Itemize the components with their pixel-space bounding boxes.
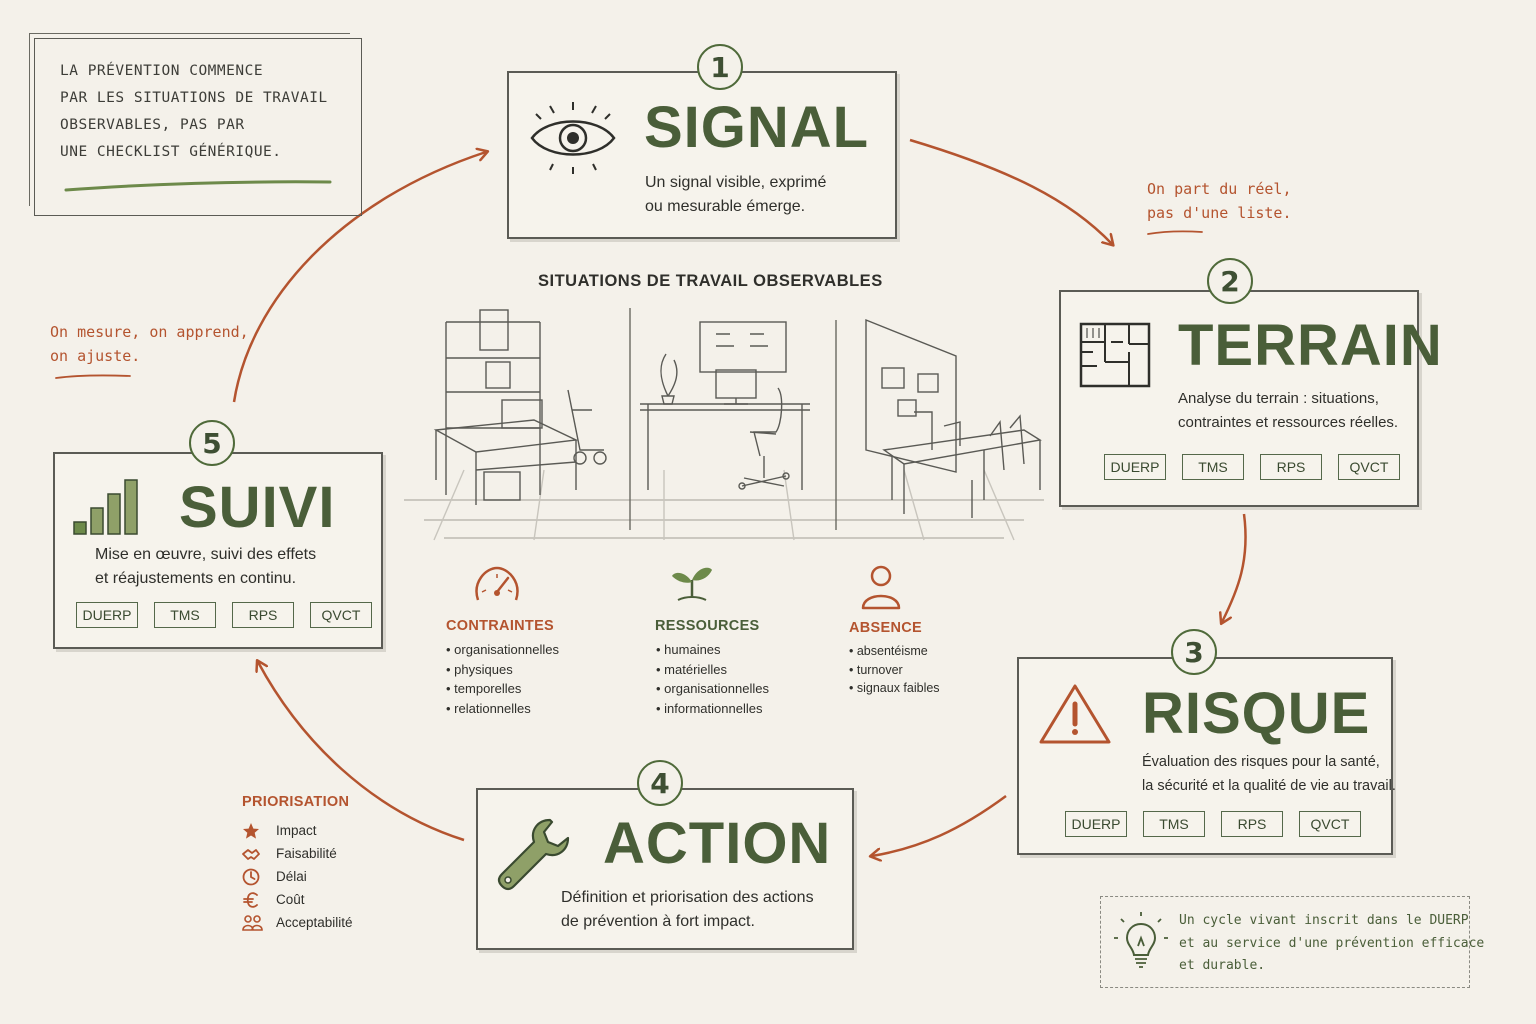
- footer-note-box: [1100, 896, 1470, 988]
- tag-qvct: QVCT: [1299, 811, 1361, 837]
- list-item: Impact: [242, 819, 353, 842]
- category-list-absence: absentéisme turnover signaux faibles: [849, 642, 940, 698]
- arrow-signal-terrain: [909, 138, 1112, 244]
- annotation-suivi-underline: [55, 374, 131, 379]
- category-list-contraintes: organisationnelles physiques temporelles…: [446, 640, 559, 718]
- tag-rps: RPS: [1221, 811, 1283, 837]
- arrow-action-suivi: [258, 662, 465, 842]
- intro-text: LA PRÉVENTION COMMENCE PAR LES SITUATION…: [60, 63, 328, 160]
- step-number-5: 5: [189, 420, 235, 466]
- intro-underline: [64, 180, 332, 192]
- gauge-icon: [475, 566, 519, 601]
- arrow-risque-action: [872, 794, 1007, 856]
- group-icon: [242, 914, 263, 931]
- floor-plan-icon: [1079, 322, 1151, 388]
- tag-tms: TMS: [154, 602, 216, 628]
- step-title-suivi: SUIVI: [179, 475, 336, 540]
- step-number-4: 4: [637, 760, 683, 806]
- list-item: Délai: [242, 865, 353, 888]
- tag-qvct: QVCT: [1338, 454, 1400, 480]
- tag-tms: TMS: [1143, 811, 1205, 837]
- arrow-terrain-risque: [1222, 513, 1247, 622]
- tag-duerp: DUERP: [1104, 454, 1166, 480]
- handshake-icon: [242, 848, 260, 860]
- warning-icon: [1039, 684, 1111, 744]
- tag-duerp: DUERP: [1065, 811, 1127, 837]
- list-item: Faisabilité: [242, 842, 353, 865]
- step-number-2: 2: [1207, 258, 1253, 304]
- person-icon: [861, 565, 901, 610]
- priorisation-list: Impact Faisabilité Délai Coût Acceptabil…: [242, 819, 353, 934]
- list-item: Coût: [242, 888, 353, 911]
- step-title-action: ACTION: [603, 811, 832, 876]
- tag-tms: TMS: [1182, 454, 1244, 480]
- star-icon: [243, 822, 259, 839]
- eye-icon: [530, 102, 616, 174]
- lightbulb-icon: [1114, 912, 1168, 968]
- arrow-suivi-signal: [232, 152, 486, 403]
- step-title-risque: RISQUE: [1142, 681, 1371, 746]
- step-desc-terrain: Analyse du terrain : situations,contrain…: [1178, 390, 1399, 431]
- euro-icon: [243, 891, 258, 908]
- step-title-signal: SIGNAL: [644, 95, 870, 160]
- sprout-icon: [672, 567, 712, 601]
- step-terrain-tags: DUERP TMS RPS QVCT: [1104, 454, 1400, 480]
- tag-qvct: QVCT: [310, 602, 372, 628]
- tag-rps: RPS: [1260, 454, 1322, 480]
- step-risque-tags: DUERP TMS RPS QVCT: [1065, 811, 1361, 837]
- step-desc-risque: Évaluation des risques pour la santé,la …: [1142, 754, 1396, 794]
- situations-title: SITUATIONS DE TRAVAIL OBSERVABLES: [538, 272, 883, 290]
- step-suivi-tags: DUERP TMS RPS QVCT: [76, 602, 372, 628]
- step-number-3: 3: [1171, 629, 1217, 675]
- clock-icon: [242, 868, 260, 885]
- annotation-suivi: On mesure, on apprend,on ajuste.: [50, 323, 249, 365]
- wrench-icon: [497, 818, 570, 891]
- category-list-ressources: humaines matérielles organisationnelles …: [656, 640, 769, 718]
- category-title-contraintes: CONTRAINTES: [446, 618, 555, 634]
- list-item: Acceptabilité: [242, 911, 353, 934]
- step-number-1: 1: [697, 44, 743, 90]
- tag-duerp: DUERP: [76, 602, 138, 628]
- category-title-absence: ABSENCE: [849, 620, 922, 636]
- priorisation-title: PRIORISATION: [242, 794, 350, 810]
- category-title-ressources: RESSOURCES: [655, 618, 760, 634]
- bar-chart-icon: [73, 479, 138, 535]
- annotation-terrain: On part du réel,pas d'une liste.: [1147, 180, 1292, 222]
- tag-rps: RPS: [232, 602, 294, 628]
- annotation-terrain-underline: [1147, 230, 1203, 235]
- intro-box: [29, 33, 362, 216]
- footer-note-text: Un cycle vivant inscrit dans le DUERP et…: [1179, 913, 1485, 973]
- workplace-illustration: [404, 308, 1044, 541]
- step-title-terrain: TERRAIN: [1178, 313, 1443, 378]
